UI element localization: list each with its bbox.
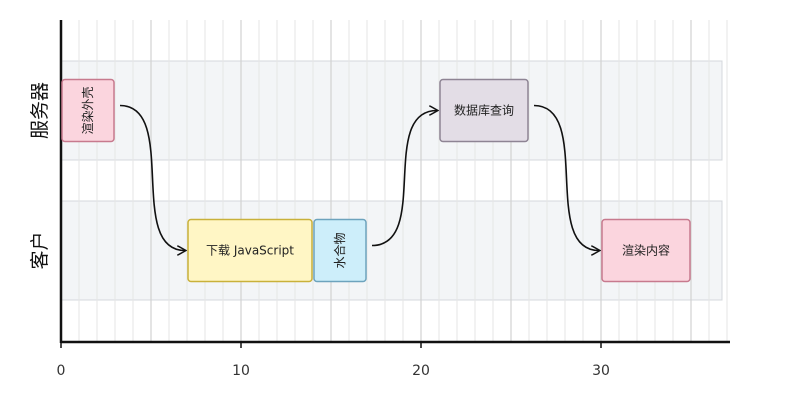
x-tick-label: 0 — [57, 363, 66, 379]
lane-server — [60, 60, 723, 161]
arrow-t4-t5 — [533, 104, 599, 251]
x-tick-label: 30 — [592, 363, 610, 379]
task-label-t4: 数据库查询 — [454, 103, 514, 118]
task-t5 — [601, 218, 691, 283]
grid-lines — [78, 20, 728, 342]
lane-backgrounds — [60, 60, 723, 301]
task-t1 — [61, 78, 115, 143]
task-label-t1: 渲染外壳 — [80, 86, 95, 134]
tasks — [61, 78, 691, 283]
dependency-arrows — [119, 104, 599, 251]
task-label-t5: 渲染内容 — [622, 243, 670, 258]
arrow-t3-t4 — [371, 111, 437, 247]
x-tick-label: 20 — [412, 363, 430, 379]
lane-label-client: 客户 — [29, 231, 51, 269]
x-tick-label: 10 — [232, 363, 250, 379]
arrow-t1-t2 — [119, 104, 185, 251]
task-label-t3: 水合物 — [332, 232, 347, 268]
axes — [59, 20, 730, 348]
task-t2 — [187, 218, 313, 283]
task-t4 — [439, 78, 529, 143]
task-t3 — [313, 218, 367, 283]
lane-label-server: 服务器 — [29, 82, 51, 139]
task-label-t2: 下载 JavaScript — [206, 244, 294, 258]
